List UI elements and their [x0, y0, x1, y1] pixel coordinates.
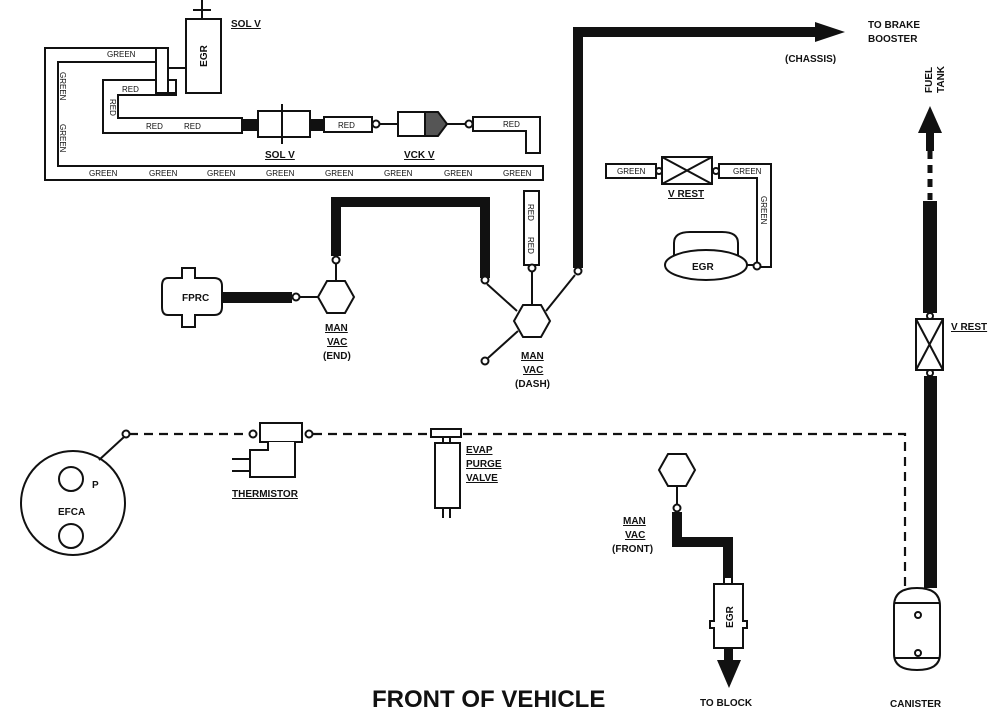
thermistor: THERMISTOR — [232, 422, 314, 500]
svg-text:(END): (END) — [323, 351, 351, 362]
svg-text:RED: RED — [338, 121, 355, 130]
egr-middle: EGR — [664, 231, 762, 281]
svg-text:MAN: MAN — [623, 516, 646, 527]
svg-text:VAC: VAC — [327, 337, 347, 348]
thermistor-label: THERMISTOR — [232, 489, 299, 500]
svg-text:RED: RED — [146, 122, 163, 131]
svg-text:GREEN: GREEN — [733, 167, 762, 176]
svg-text:RED: RED — [184, 122, 201, 131]
vck-v: RED VCK V — [371, 111, 541, 161]
svg-text:GREEN: GREEN — [444, 169, 473, 178]
v-rest-right-label: V REST — [951, 322, 987, 333]
svg-text:VAC: VAC — [625, 530, 645, 541]
v-rest-middle-label: V REST — [668, 189, 704, 200]
green-hose-loop — [44, 47, 544, 181]
man-vac-end: MAN VAC (END) — [316, 197, 490, 362]
fprc-label: FPRC — [182, 293, 209, 304]
sol-v-middle-label: SOL V — [265, 150, 295, 161]
egr-top-label: EGR — [199, 44, 210, 66]
sol-v-top-label: SOL V — [231, 19, 261, 30]
chassis-label: (CHASSIS) — [785, 54, 836, 65]
egr-middle-label: EGR — [692, 262, 714, 273]
svg-text:GREEN: GREEN — [207, 169, 236, 178]
svg-text:(DASH): (DASH) — [515, 379, 550, 390]
sol-v-middle: RED SOL V — [242, 104, 373, 161]
fprc: FPRC — [161, 267, 318, 328]
brake-booster-label-2: BOOSTER — [868, 34, 918, 45]
svg-text:GREEN: GREEN — [58, 124, 67, 153]
brake-booster-label-1: TO BRAKE — [868, 20, 920, 31]
red-hose-labels: RED RED RED RED — [108, 85, 201, 131]
efca: P EFCA — [20, 429, 131, 556]
svg-text:P: P — [92, 480, 99, 491]
green-hose-labels: GREEN GREEN GREEN GREEN GREEN GREEN GREE… — [58, 50, 532, 178]
svg-text:GREEN: GREEN — [759, 196, 768, 225]
man-vac-dash: RED RED MAN VAC (DASH) — [480, 190, 576, 390]
brake-booster-hose — [573, 22, 845, 276]
evap-purge-valve: EVAP PURGE VALVE — [430, 428, 502, 518]
fuel-tank-line: FUEL TANK — [918, 65, 947, 320]
svg-text:FUEL: FUEL — [924, 67, 935, 93]
canister-label: CANISTER — [890, 699, 942, 710]
svg-text:GREEN: GREEN — [149, 169, 178, 178]
man-vac-front: MAN VAC (FRONT) — [612, 453, 733, 578]
egr-solenoid-top: EGR SOL V — [155, 0, 261, 94]
svg-text:GREEN: GREEN — [266, 169, 295, 178]
egr-bottom-label: EGR — [725, 605, 736, 627]
svg-text:VALVE: VALVE — [466, 473, 498, 484]
purge-line-dashed — [129, 432, 907, 588]
svg-text:GREEN: GREEN — [107, 50, 136, 59]
efca-label: EFCA — [58, 507, 85, 518]
v-rest-right: V REST — [915, 318, 987, 588]
svg-text:MAN: MAN — [325, 323, 348, 334]
svg-text:MAN: MAN — [521, 351, 544, 362]
svg-text:GREEN: GREEN — [89, 169, 118, 178]
diagram-title: FRONT OF VEHICLE — [372, 686, 605, 711]
svg-text:RED: RED — [526, 204, 535, 221]
svg-text:VAC: VAC — [523, 365, 543, 376]
svg-text:GREEN: GREEN — [503, 169, 532, 178]
svg-text:RED: RED — [526, 237, 535, 254]
to-block-label: TO BLOCK — [700, 698, 753, 709]
svg-text:RED: RED — [122, 85, 139, 94]
svg-text:TANK: TANK — [936, 65, 947, 93]
svg-text:EVAP: EVAP — [466, 445, 493, 456]
egr-bottom: EGR TO BLOCK — [700, 578, 753, 709]
svg-text:PURGE: PURGE — [466, 459, 502, 470]
vck-v-label: VCK V — [404, 150, 435, 161]
svg-text:GREEN: GREEN — [325, 169, 354, 178]
svg-text:GREEN: GREEN — [617, 167, 646, 176]
svg-text:GREEN: GREEN — [58, 72, 67, 101]
svg-text:GREEN: GREEN — [384, 169, 413, 178]
svg-text:RED: RED — [108, 99, 117, 116]
svg-text:(FRONT): (FRONT) — [612, 544, 653, 555]
svg-text:RED: RED — [503, 120, 520, 129]
canister: CANISTER — [890, 586, 942, 710]
